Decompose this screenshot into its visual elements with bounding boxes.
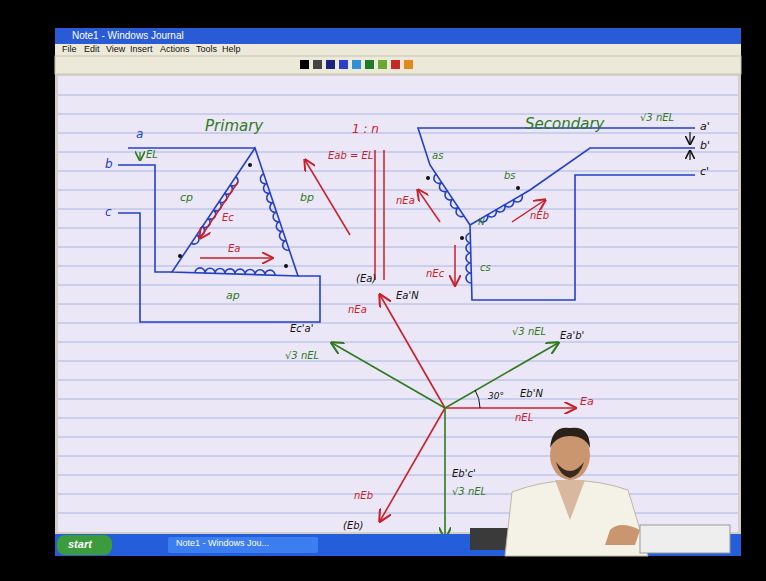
voltage-label: Ea xyxy=(228,243,240,254)
phasor-label: √3 nEL xyxy=(512,326,546,337)
start-button: start xyxy=(68,538,92,550)
voltage-label: Ec xyxy=(222,212,234,223)
menu-item: View xyxy=(106,45,125,55)
menu-item: Actions xyxy=(160,45,190,55)
taskbar-item: Note1 - Windows Jou... xyxy=(176,539,269,549)
heading: Secondary xyxy=(525,116,604,133)
window-title: Note1 - Windows Journal xyxy=(72,30,184,41)
winding-name: bs xyxy=(504,170,516,181)
terminal-name: a xyxy=(136,128,143,141)
winding-name: cs xyxy=(480,262,491,273)
phasor-label: Ea'b' xyxy=(560,330,584,341)
neutral-name: N xyxy=(478,218,485,228)
menu-item: File xyxy=(62,45,77,55)
winding-name: as xyxy=(432,150,443,161)
phasor-label: √3 nEL xyxy=(285,350,319,361)
terminal-name: b xyxy=(105,158,113,171)
terminal-name: c xyxy=(105,206,112,219)
menu-item: Help xyxy=(222,45,241,55)
terminal-name: a' xyxy=(700,121,710,133)
phasor-label: nEb xyxy=(354,490,373,501)
voltage-label: √3 nEL xyxy=(640,112,674,123)
phasor-label: (Eb) xyxy=(343,520,363,531)
angle-label: 30° xyxy=(488,392,504,402)
phasor-label: Ea xyxy=(580,396,594,408)
winding-name: bp xyxy=(300,192,314,204)
menu-item: Tools xyxy=(196,45,217,55)
terminal-name: c' xyxy=(700,166,709,178)
phasor-label: nEL xyxy=(515,412,533,423)
winding-name: ap xyxy=(226,290,240,302)
phasor-label: Ea'N xyxy=(396,290,419,301)
turns-ratio: 1 : n xyxy=(352,123,379,136)
phasor-label: Eb'c' xyxy=(452,468,476,479)
menu-item: Edit xyxy=(84,45,100,55)
terminal-name: b' xyxy=(700,140,710,152)
phasor-label: Eb'N xyxy=(520,388,543,399)
winding-name: cp xyxy=(180,192,193,204)
phasor-label: (Ea) xyxy=(356,273,376,284)
voltage-label: Eab = EL xyxy=(328,150,373,161)
menu-item: Insert xyxy=(130,45,153,55)
lecturer-figure xyxy=(470,428,730,556)
voltage-label: nEb xyxy=(530,210,549,221)
voltage-label: nEc xyxy=(426,268,444,279)
heading: Primary xyxy=(205,118,263,135)
voltage-label: EL xyxy=(146,149,158,160)
phasor-label: Ec'a' xyxy=(290,323,313,334)
voltage-label: nEa xyxy=(396,195,415,206)
phasor-label: nEa xyxy=(348,304,367,315)
phasor-label: √3 nEL xyxy=(452,486,486,497)
